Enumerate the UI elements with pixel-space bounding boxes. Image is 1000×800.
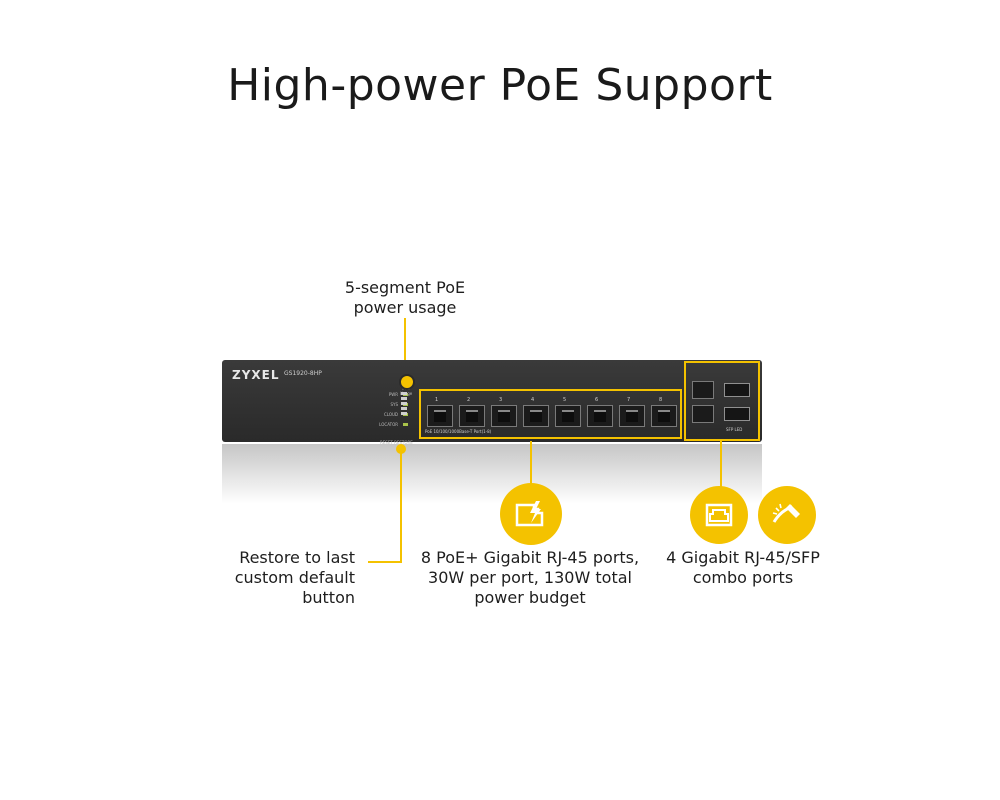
meter-segment — [401, 402, 407, 405]
port-number: 2 — [467, 397, 471, 403]
rj45-port — [587, 405, 613, 427]
device-reflection — [222, 444, 762, 504]
sfp-port — [724, 383, 750, 397]
meter-segment — [401, 397, 407, 400]
network-switch: ZYXEL GS1920-8HP PWR SYS CLOUD LOCATOR P… — [222, 360, 762, 445]
callout-line: combo ports — [692, 568, 794, 587]
model-label: GS1920-8HP — [284, 370, 322, 377]
port-number: 1 — [435, 397, 439, 403]
poe-port-icon — [500, 483, 562, 545]
led-label: LOCATOR — [379, 422, 398, 427]
callout-line: power usage — [353, 298, 457, 317]
poe-usage-meter — [401, 392, 407, 417]
rj45-port — [619, 405, 645, 427]
combo-label: SFP LED — [726, 427, 743, 432]
rj45-port — [523, 405, 549, 427]
combo-rj45-port — [692, 381, 714, 399]
poe-meter-marker — [399, 374, 415, 390]
leader-line-poe-ports — [530, 441, 532, 501]
led-icon — [403, 423, 408, 426]
port-number: 5 — [563, 397, 567, 403]
ports-label: PoE 10/100/1000Base-T Port(1-8) — [425, 429, 492, 434]
leader-line-poe-usage — [404, 318, 406, 376]
callout-poe-ports: 8 PoE+ Gigabit RJ-45 ports, 30W per port… — [400, 548, 660, 608]
reset-marker — [396, 444, 406, 454]
callout-line: 4 Gigabit RJ-45/SFP — [666, 548, 820, 567]
port-number: 4 — [531, 397, 535, 403]
poe-port-group: 1 2 3 4 5 6 7 8 PoE 10/100/1000Base-T Po… — [419, 389, 682, 439]
leader-line-restore — [400, 450, 402, 562]
sfp-port — [724, 407, 750, 421]
callout-line: 5-segment PoE — [344, 278, 466, 297]
leader-line-restore — [368, 561, 402, 563]
callout-poe-usage: 5-segment PoE power usage — [300, 278, 510, 318]
callout-restore: Restore to last custom default button — [205, 548, 355, 608]
callout-combo: 4 Gigabit RJ-45/SFP combo ports — [648, 548, 838, 588]
rj45-port — [491, 405, 517, 427]
meter-segment — [401, 412, 407, 415]
brand-logo: ZYXEL — [232, 368, 280, 382]
sfp-glyph — [772, 503, 800, 523]
port-number: 3 — [499, 397, 503, 403]
rj45-port — [555, 405, 581, 427]
page-title: High-power PoE Support — [227, 60, 773, 111]
port-number: 6 — [595, 397, 599, 403]
reset-button-label: RESET RESTORE — [380, 440, 413, 445]
meter-segment — [401, 392, 407, 395]
combo-rj45-port — [692, 405, 714, 423]
callout-line: button — [302, 588, 355, 607]
rj45-glyph — [705, 503, 733, 527]
rj45-port — [427, 405, 453, 427]
combo-port-group: SFP LED — [684, 361, 760, 441]
rj45-port — [459, 405, 485, 427]
led-label: CLOUD — [383, 412, 398, 417]
poe-port-glyph — [515, 501, 544, 527]
callout-line: Restore to last — [239, 548, 355, 567]
callout-line: custom default — [234, 568, 355, 587]
callout-line: power budget — [474, 588, 586, 607]
led-label: SYS — [390, 402, 398, 407]
callout-line: 8 PoE+ Gigabit RJ-45 ports, — [420, 548, 640, 567]
port-number: 8 — [659, 397, 663, 403]
rj45-port — [651, 405, 677, 427]
port-number: 7 — [627, 397, 631, 403]
fiber-sfp-icon — [758, 486, 816, 544]
led-label: PWR — [388, 392, 398, 397]
rj45-port-icon — [690, 486, 748, 544]
leader-line-combo — [720, 441, 722, 497]
meter-segment — [401, 407, 407, 410]
callout-line: 30W per port, 130W total — [428, 568, 632, 587]
